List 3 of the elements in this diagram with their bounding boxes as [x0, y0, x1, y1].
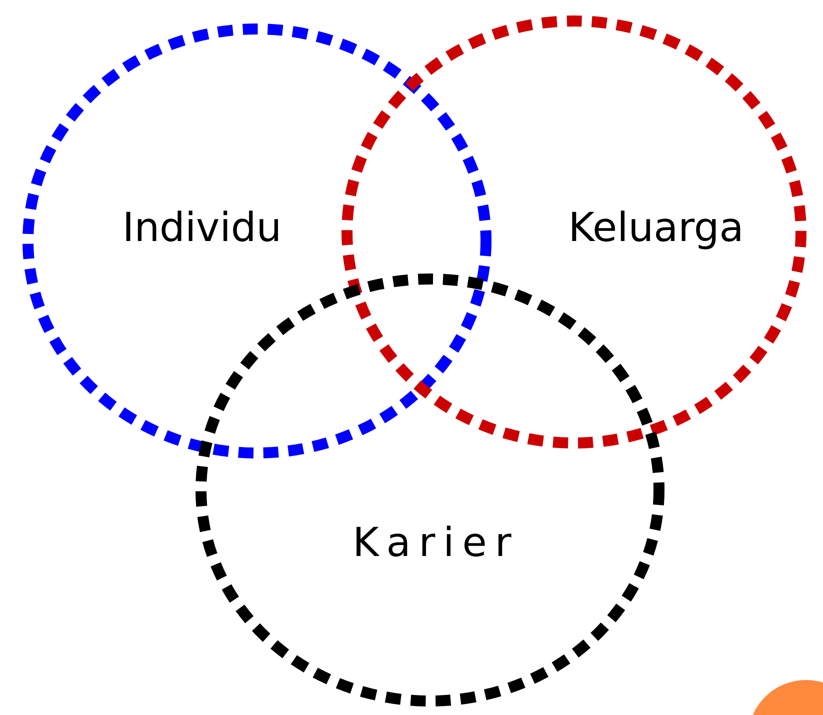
circle-label: Keluarga: [568, 208, 744, 248]
circle-label: Individu: [122, 208, 282, 248]
circle-label: Karier: [352, 523, 520, 563]
